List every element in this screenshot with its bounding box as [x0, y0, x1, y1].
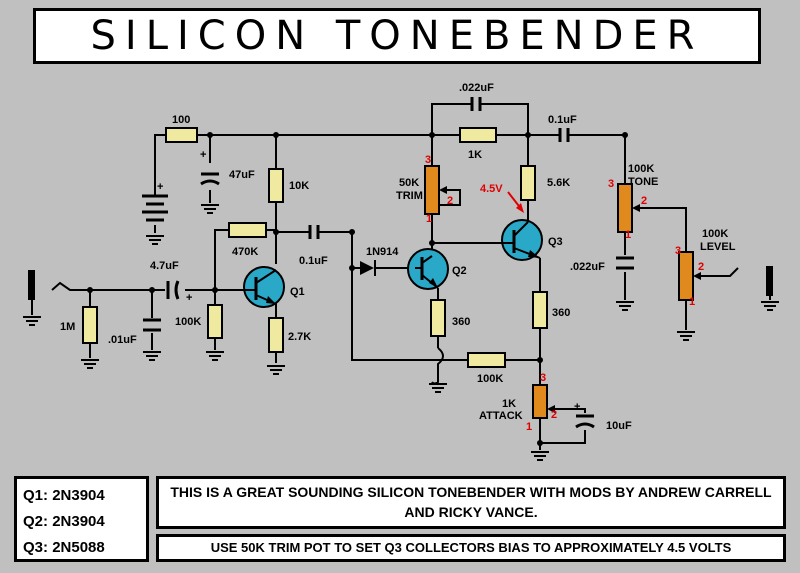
label-trim-value: 50K — [399, 177, 419, 189]
transistor-list: Q1: 2N3904 Q2: 2N3904 Q3: 2N5088 — [14, 476, 149, 562]
title-box: SILICON TONEBENDER — [33, 8, 761, 64]
pin-number: 2 — [698, 261, 704, 273]
battery-plus: + — [157, 181, 163, 193]
battery-icon — [142, 194, 168, 222]
input-jack-icon — [28, 270, 35, 300]
cap-plus: + — [574, 401, 580, 413]
resistor-100 — [165, 127, 198, 143]
pin-number: 1 — [689, 296, 695, 308]
level-pot — [678, 251, 694, 301]
label-c-47: 47uF — [229, 169, 255, 181]
transistor-row: Q1: 2N3904 — [23, 487, 105, 504]
label-c-01-in: .01uF — [108, 334, 137, 346]
resistor-5-6k — [520, 165, 536, 201]
diode-1n914-icon — [360, 260, 382, 276]
pin-number: 2 — [641, 195, 647, 207]
pin-number: 3 — [608, 178, 614, 190]
attack-pot — [532, 384, 548, 419]
label-r-10k: 10K — [289, 180, 309, 192]
pin-number: 3 — [425, 154, 431, 166]
transistor-q2-icon — [407, 248, 449, 290]
label-r-470k: 470K — [232, 246, 258, 258]
label-voltage: 4.5V — [480, 183, 503, 195]
resistor-360-q2 — [430, 299, 446, 337]
transistor-q1-icon — [243, 266, 285, 308]
resistor-10k — [268, 168, 284, 203]
cap-plus: + — [200, 149, 206, 161]
trim-pot — [424, 165, 440, 215]
resistor-2-7k — [268, 317, 284, 353]
label-q1: Q1 — [290, 286, 305, 298]
label-c-01-mid: 0.1uF — [299, 255, 328, 267]
label-r-100k-fb: 100K — [477, 373, 503, 385]
pin-number: 1 — [526, 421, 532, 433]
label-trim-name: TRIM — [396, 190, 423, 202]
pin-number: 1 — [426, 213, 432, 225]
label-tone-value: 100K — [628, 163, 654, 175]
label-q2: Q2 — [452, 265, 467, 277]
label-attack-name: ATTACK — [479, 410, 523, 422]
pin-number: 1 — [625, 229, 631, 241]
resistor-1k — [459, 127, 497, 143]
resistor-100k-bias — [207, 304, 223, 339]
note-box: USE 50K TRIM POT TO SET Q3 COLLECTORS BI… — [156, 534, 786, 562]
transistor-row: Q3: 2N5088 — [23, 539, 105, 556]
label-r-100: 100 — [172, 114, 190, 126]
label-c-10: 10uF — [606, 420, 632, 432]
label-r-360-a: 360 — [452, 316, 470, 328]
label-tone-name: TONE — [628, 176, 658, 188]
pin-number: 3 — [675, 245, 681, 257]
transistor-q3-icon — [500, 219, 543, 261]
label-c-4-7: 4.7uF — [150, 260, 179, 272]
description-box: THIS IS A GREAT SOUNDING SILICON TONEBEN… — [156, 476, 786, 529]
pin-number: 2 — [447, 195, 453, 207]
page-title: SILICON TONEBENDER — [90, 13, 704, 59]
transistor-row: Q2: 2N3904 — [23, 513, 105, 530]
label-level-value: 100K — [702, 228, 728, 240]
pin-number: 2 — [551, 409, 557, 421]
label-r-5-6k: 5.6K — [547, 177, 570, 189]
resistor-360-q3 — [532, 291, 548, 329]
label-diode: 1N914 — [366, 246, 399, 258]
label-c-022-tone: .022uF — [570, 261, 605, 273]
resistor-100k-feedback — [467, 352, 506, 368]
label-q3: Q3 — [548, 236, 563, 248]
label-r-1k: 1K — [468, 149, 482, 161]
output-jack-icon — [766, 266, 773, 296]
resistor-470k — [228, 222, 267, 238]
label-c-01-out: 0.1uF — [548, 114, 577, 126]
label-r-1m: 1M — [60, 321, 75, 333]
label-r-360-b: 360 — [552, 307, 570, 319]
label-c-022-top: .022uF — [459, 82, 494, 94]
label-level-name: LEVEL — [700, 241, 736, 253]
resistor-1m — [82, 306, 98, 344]
cap-plus: + — [186, 292, 192, 304]
label-attack-value: 1K — [502, 398, 516, 410]
label-r-100k: 100K — [175, 316, 201, 328]
pin-number: 3 — [540, 372, 546, 384]
schematic: + — [22, 82, 780, 461]
label-r-2-7k: 2.7K — [288, 331, 311, 343]
tone-pot — [617, 183, 633, 233]
